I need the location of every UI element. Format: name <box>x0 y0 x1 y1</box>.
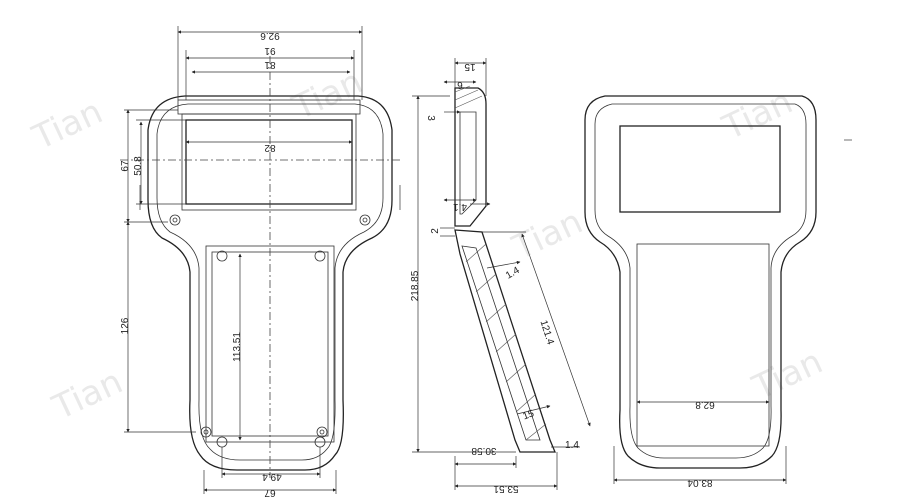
hatch <box>485 303 507 323</box>
front-inner-outline <box>156 103 384 461</box>
dim-overall-width: 92.6 <box>260 30 280 41</box>
bottom-screw <box>316 426 328 438</box>
side-slope-outline <box>454 229 556 453</box>
hatch <box>454 89 479 101</box>
back-inner-outline <box>594 103 807 459</box>
hatch <box>454 85 471 93</box>
side-slope-inner <box>461 245 541 441</box>
bay-screw <box>314 250 326 262</box>
watermark-text: Tian <box>46 362 129 429</box>
front-view: 92.6 91 81 82 67 50.8 126 113.51 49.4 67 <box>120 26 401 498</box>
watermark-text: Tian <box>716 82 799 149</box>
dim-top-height: 67 <box>120 160 131 172</box>
dim-base-depth: 53.51 <box>493 483 518 494</box>
front-outer-outline <box>147 95 393 471</box>
dim-line <box>521 233 591 427</box>
dim-wall-thickness: 1.4 <box>504 265 522 282</box>
screw-hole-center <box>172 217 178 223</box>
dim-back-bay-width: 62.8 <box>695 399 715 410</box>
screw-hole-center <box>362 217 368 223</box>
bottom-screw-center <box>203 429 209 435</box>
dim-lower-step: 2 <box>430 228 441 234</box>
hatch <box>495 333 517 353</box>
dim-back-overall-width: 83.04 <box>687 477 712 488</box>
screw-hole <box>169 214 181 226</box>
dim-screen-inner-width: 81 <box>264 59 276 70</box>
dim-bay-width: 49.4 <box>262 471 282 482</box>
bottom-screw-center <box>319 429 325 435</box>
wall-leader <box>486 260 521 269</box>
dim-bottom-width: 67 <box>264 487 276 498</box>
bottom-screw <box>200 426 212 438</box>
dim-grip-height: 126 <box>120 317 131 334</box>
dim-window-height: 50.8 <box>133 156 144 176</box>
dim-foot-depth: 30.58 <box>471 445 496 456</box>
watermark-text: Tian <box>26 92 109 159</box>
back-outer-outline <box>584 95 817 469</box>
side-view: 15 6 3 4.1 2 218.85 1.4 121.4 15 1.4 30.… <box>410 58 591 494</box>
back-battery-cover <box>636 243 770 447</box>
screw-hole <box>359 214 371 226</box>
dim-screen-frame-width: 91 <box>264 45 276 56</box>
dim-overall-height: 218.85 <box>410 270 421 301</box>
bay-screw <box>216 250 228 262</box>
side-top-inner <box>459 111 477 215</box>
dim-rim-depth: 6 <box>457 79 463 90</box>
dim-ledge: 4.1 <box>453 201 467 212</box>
step-leader <box>516 405 551 415</box>
hatch <box>465 243 487 263</box>
screen-bezel <box>181 113 357 211</box>
dim-foot-wall: 1.4 <box>565 440 579 451</box>
dim-battery-bay-height: 113.51 <box>232 332 243 362</box>
display-window <box>185 119 353 205</box>
side-top-outline <box>454 87 487 227</box>
dim-wall-offset: 3 <box>425 115 436 121</box>
hatch <box>454 95 483 109</box>
hatch <box>525 423 547 441</box>
back-view: 62.8 83.04 <box>584 95 852 488</box>
dim-top-depth: 15 <box>464 61 476 72</box>
watermark-text: Tian <box>506 202 589 269</box>
hatch <box>475 273 497 293</box>
back-display-recess <box>619 125 781 213</box>
dim-window-width: 82 <box>264 142 276 153</box>
dim-slope-length: 121.4 <box>537 319 555 347</box>
watermark-text: Tian <box>746 342 829 409</box>
hatch <box>515 393 537 413</box>
hatch <box>505 363 527 383</box>
dim-foot-step: 15 <box>521 408 536 422</box>
